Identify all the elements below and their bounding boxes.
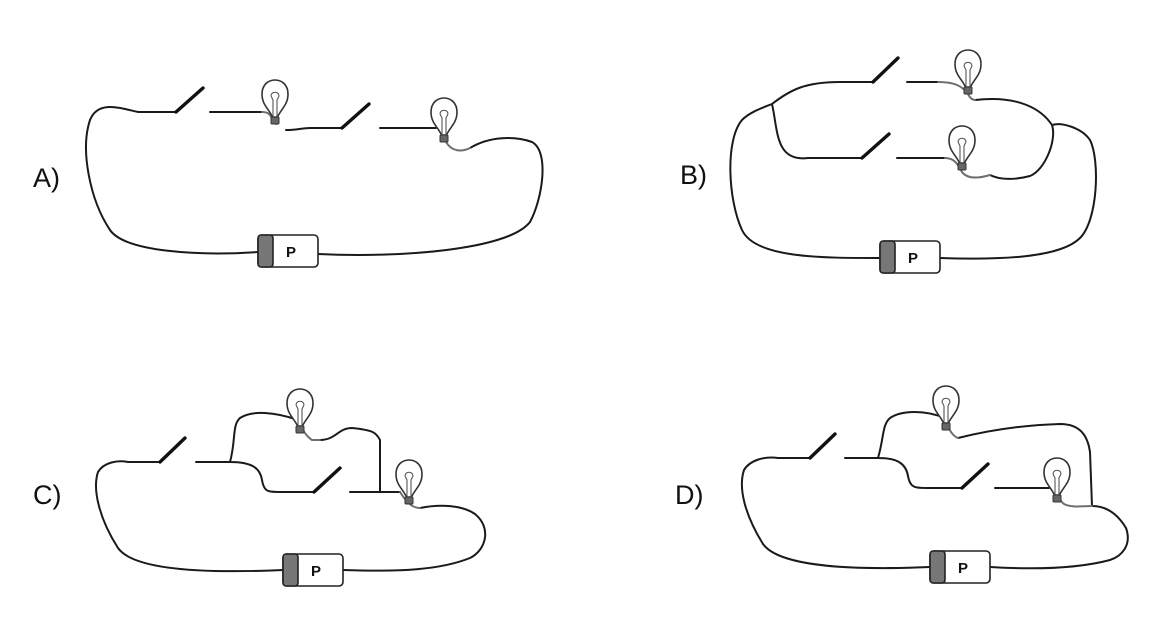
circuit-b-label: B)	[680, 160, 707, 190]
circuit-b-bulb-2	[948, 125, 976, 171]
circuit-a: A) P	[33, 79, 544, 268]
circuit-b: B) P	[680, 49, 1097, 274]
circuit-d-bulb-2	[1043, 457, 1071, 503]
circuit-b-switch-1	[871, 56, 900, 84]
circuit-b-wire	[729, 81, 1097, 260]
circuit-d-label: D)	[675, 480, 704, 510]
circuit-a-switch-2	[340, 102, 371, 130]
circuit-d-switch-1	[808, 432, 837, 460]
circuit-a-switch-1	[174, 86, 205, 114]
circuit-a-bulb-2	[430, 97, 458, 143]
circuit-b-battery: P	[879, 240, 941, 274]
circuit-a-battery-label: P	[286, 244, 296, 261]
circuit-a-bulb-1	[261, 79, 289, 125]
circuit-b-bulb-1	[954, 49, 982, 95]
circuit-d-bulb-1	[932, 385, 960, 431]
circuit-c-bulb-1	[286, 388, 314, 434]
circuit-d-battery-label: P	[958, 560, 968, 577]
circuit-a-battery: P	[257, 234, 319, 268]
circuit-d-battery: P	[929, 550, 991, 584]
circuit-c-switch-2	[312, 466, 342, 494]
circuit-c-switch-1	[158, 436, 187, 464]
circuit-c-label: C)	[33, 480, 62, 510]
circuit-b-switch-2	[860, 132, 891, 160]
circuit-d: D) P	[675, 385, 1129, 584]
circuit-a-label: A)	[33, 163, 60, 193]
circuit-d-switch-2	[960, 462, 990, 490]
circuit-b-lead-2	[944, 157, 991, 179]
circuit-c-wire	[95, 412, 487, 573]
circuit-c: C) P	[33, 388, 487, 587]
circuit-a-wire	[85, 106, 544, 256]
circuit-b-battery-label: P	[908, 250, 918, 267]
circuit-c-battery-label: P	[311, 563, 321, 580]
circuit-c-battery: P	[282, 553, 344, 587]
circuit-c-bulb-2	[395, 459, 423, 505]
circuit-d-wire	[740, 411, 1129, 570]
